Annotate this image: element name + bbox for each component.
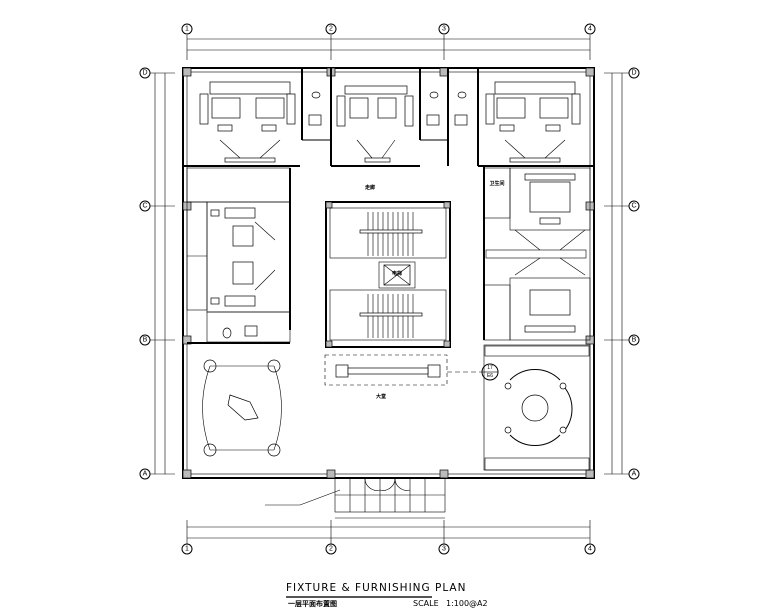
grid-label-D: D xyxy=(142,70,147,77)
grid-sides: D C B A D C B A xyxy=(139,67,640,480)
right-suites: 卫生间 xyxy=(483,166,591,341)
grid-bubble-1 xyxy=(181,23,193,35)
grid-label-D-right: D xyxy=(631,70,636,77)
scale-value: 1:100@A2 xyxy=(446,599,488,608)
grid-label-B-right: B xyxy=(632,337,637,344)
grid-label-1-bottom: 1 xyxy=(185,546,189,553)
grid-label-3: 3 xyxy=(442,26,446,33)
grid-bubble-3 xyxy=(438,23,450,35)
top-guest-rooms xyxy=(183,68,594,167)
grid-label-B: B xyxy=(143,337,148,344)
elevator-label: 电梯 xyxy=(392,270,402,277)
grid-bottom: 1 2 3 4 xyxy=(181,520,596,555)
grid-label-A: A xyxy=(143,471,148,478)
stair-core: 电梯 xyxy=(325,201,451,348)
callout-sheet: E6 xyxy=(487,373,493,379)
callout-number: 17 xyxy=(487,365,493,371)
grid-bubble-4 xyxy=(584,23,596,35)
grid-top: 1 2 3 4 xyxy=(181,23,596,60)
grid-label-4: 4 xyxy=(588,26,592,33)
scale-label: SCALE xyxy=(413,599,439,608)
grid-label-C-right: C xyxy=(631,203,636,210)
drawing-title: FIXTURE & FURNISHING PLAN xyxy=(286,582,467,594)
grid-label-2: 2 xyxy=(329,26,333,33)
corridor-label: 走廊 xyxy=(364,184,375,191)
entrance-porch xyxy=(265,477,446,519)
grid-label-C: C xyxy=(142,203,147,210)
grid-label-A-right: A xyxy=(632,471,637,478)
grid-label-1: 1 xyxy=(185,26,189,33)
grid-label-4-bottom: 4 xyxy=(588,546,592,553)
left-suite xyxy=(186,167,291,343)
grid-bubble-2 xyxy=(325,23,337,35)
lobby: 大堂 17 E6 xyxy=(187,342,591,471)
grid-label-2-bottom: 2 xyxy=(329,546,333,553)
grid-label-3-bottom: 3 xyxy=(442,546,446,553)
bath-label: 卫生间 xyxy=(489,180,504,187)
drawing-subtitle: 一层平面布置图 xyxy=(288,601,337,608)
lobby-label: 大堂 xyxy=(376,393,386,400)
title-underline xyxy=(286,596,432,598)
